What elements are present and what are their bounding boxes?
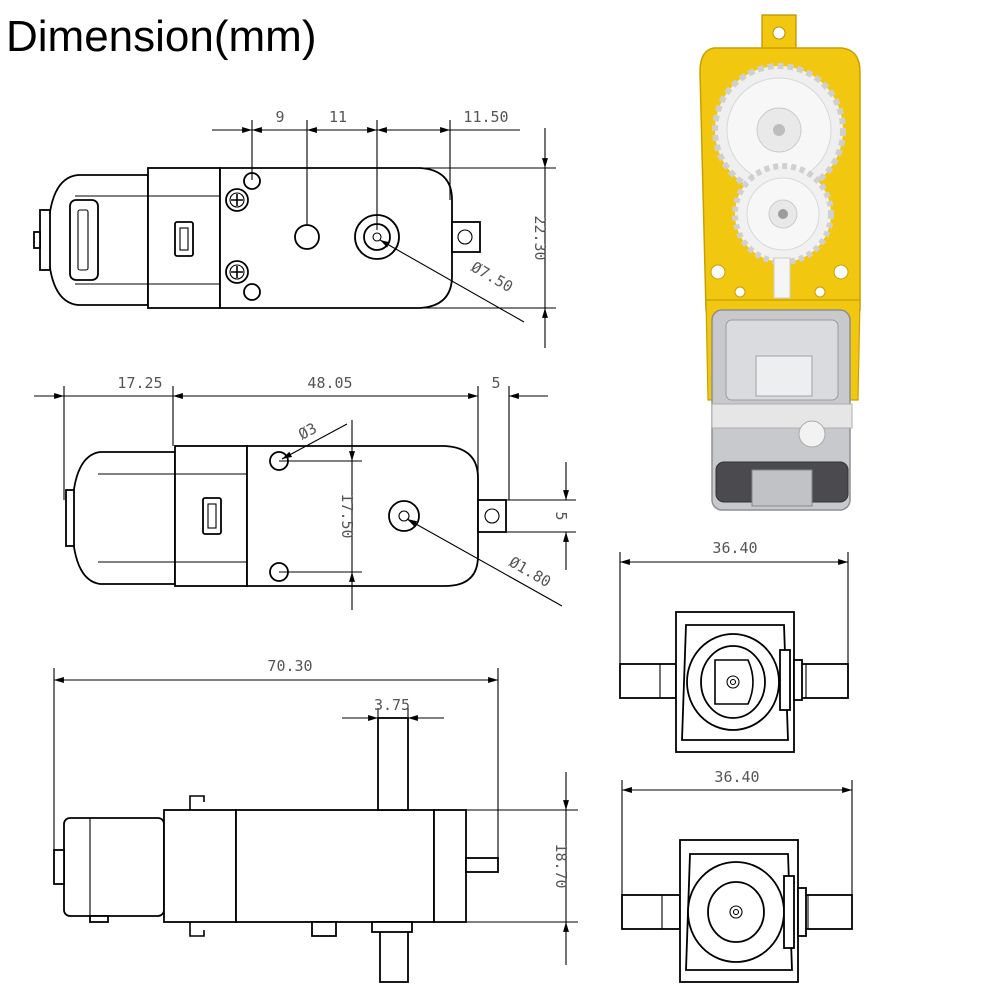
dim-label: 5 <box>552 511 570 520</box>
dim-label: 11.50 <box>463 108 508 126</box>
gearbox-front <box>219 167 453 309</box>
motor-clip <box>69 199 99 281</box>
mount-hole <box>294 224 320 250</box>
screw-icon <box>225 188 249 212</box>
mount-tab <box>477 499 507 533</box>
dim-label: 48.05 <box>307 374 352 392</box>
output-shaft <box>377 717 409 811</box>
mount-tab <box>465 857 499 873</box>
dim-label: 18.70 <box>552 843 570 888</box>
gear-icon <box>712 63 846 197</box>
dim-label: 36.40 <box>712 539 757 557</box>
dim-label: Ø3 <box>295 419 319 443</box>
dim-label: 17.25 <box>117 374 162 392</box>
dim-label: 3.75 <box>374 696 410 714</box>
gearbox-front <box>246 445 479 587</box>
dim-label: 5 <box>491 374 500 392</box>
output-shaft <box>388 500 420 532</box>
end-view-bottom: 36.40 <box>621 768 853 983</box>
dim-label: 17.50 <box>338 493 356 538</box>
gear-icon <box>732 163 834 265</box>
dim-label: 22.30 <box>531 215 549 260</box>
axle-stub <box>619 663 677 699</box>
gearbox-front <box>235 809 435 923</box>
mount-tab <box>451 221 481 253</box>
side-view: 70.30 3.75 18.70 <box>53 657 578 983</box>
screw-icon <box>225 260 249 284</box>
gearbox-back <box>163 809 237 923</box>
dim-label: Ø7.50 <box>468 258 516 296</box>
motor-can <box>71 451 176 585</box>
motor-can <box>63 817 165 917</box>
dim-label: 36.40 <box>714 768 759 786</box>
dim-label: 70.30 <box>267 657 312 675</box>
end-view-top: 36.40 <box>619 539 849 753</box>
dim-label: Ø1.80 <box>506 553 554 591</box>
dim-label: 11 <box>329 108 347 126</box>
diagram-title: Dimension(mm) <box>6 12 317 61</box>
gear-motor-photo <box>699 14 861 511</box>
top-view: 9 11 11.50 22.30 Ø7.50 <box>33 108 556 348</box>
axle-stub <box>621 894 681 930</box>
mid-view: 17.25 48.05 5 Ø3 17.50 5 Ø1.80 <box>34 374 576 610</box>
dim-label: 9 <box>275 108 284 126</box>
